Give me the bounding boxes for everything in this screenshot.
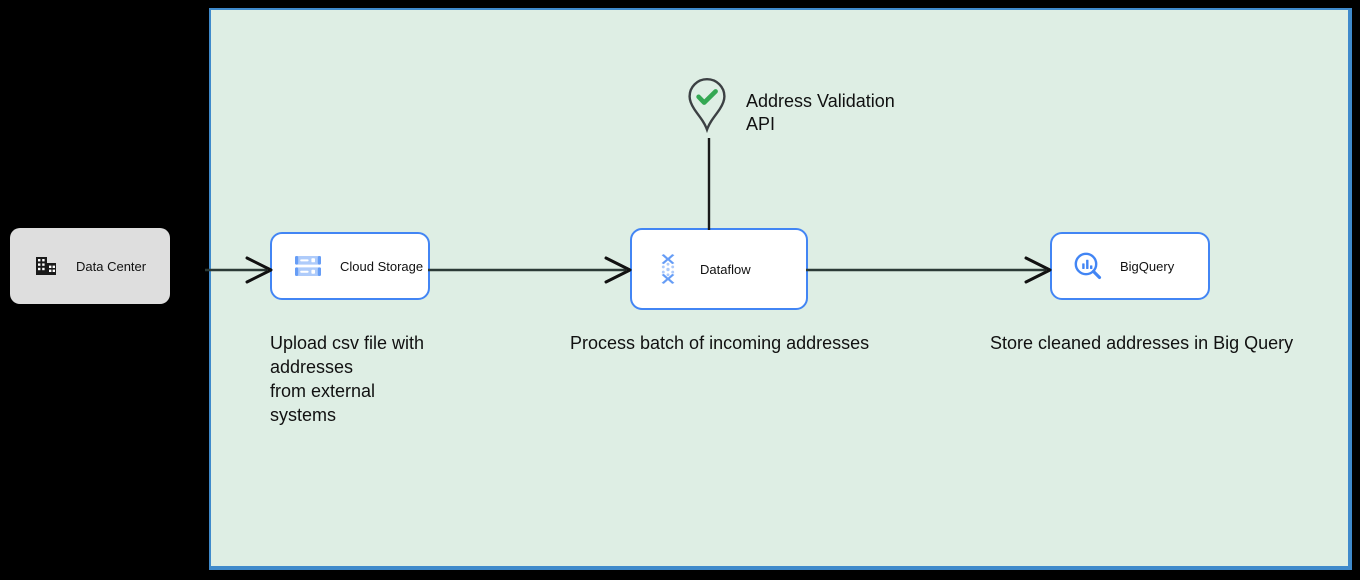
cloud-storage-icon	[292, 250, 324, 282]
node-dataflow[interactable]: Dataflow	[630, 228, 808, 310]
data-center-building-icon	[32, 252, 60, 280]
caption-store-addresses: Store cleaned addresses in Big Query	[990, 333, 1294, 353]
node-bigquery[interactable]: BigQuery	[1050, 232, 1210, 300]
node-address-validation-api[interactable]: Address Validation API	[684, 76, 895, 140]
bigquery-icon	[1072, 250, 1104, 282]
caption-upload-csv: Upload csv file with addresses from exte…	[270, 333, 425, 425]
map-pin-check-icon	[684, 76, 730, 140]
edge-api-to-dataflow	[707, 138, 711, 230]
edge-cloud-storage-to-dataflow	[428, 256, 632, 284]
node-label-address-validation-api: Address Validation API	[746, 91, 895, 134]
node-data-center[interactable]: Data Center	[10, 228, 170, 304]
node-label-data-center: Data Center	[76, 258, 147, 274]
node-label-dataflow: Dataflow	[700, 261, 751, 277]
node-cloud-storage[interactable]: Cloud Storage	[270, 232, 430, 300]
dataflow-icon	[652, 253, 684, 285]
edge-dataflow-to-bigquery	[806, 256, 1052, 284]
node-label-bigquery: BigQuery	[1120, 258, 1175, 274]
node-label-cloud-storage: Cloud Storage	[340, 258, 424, 274]
edge-data-center-to-cloud-storage	[205, 256, 273, 284]
caption-process-batch: Process batch of incoming addresses	[570, 333, 870, 353]
